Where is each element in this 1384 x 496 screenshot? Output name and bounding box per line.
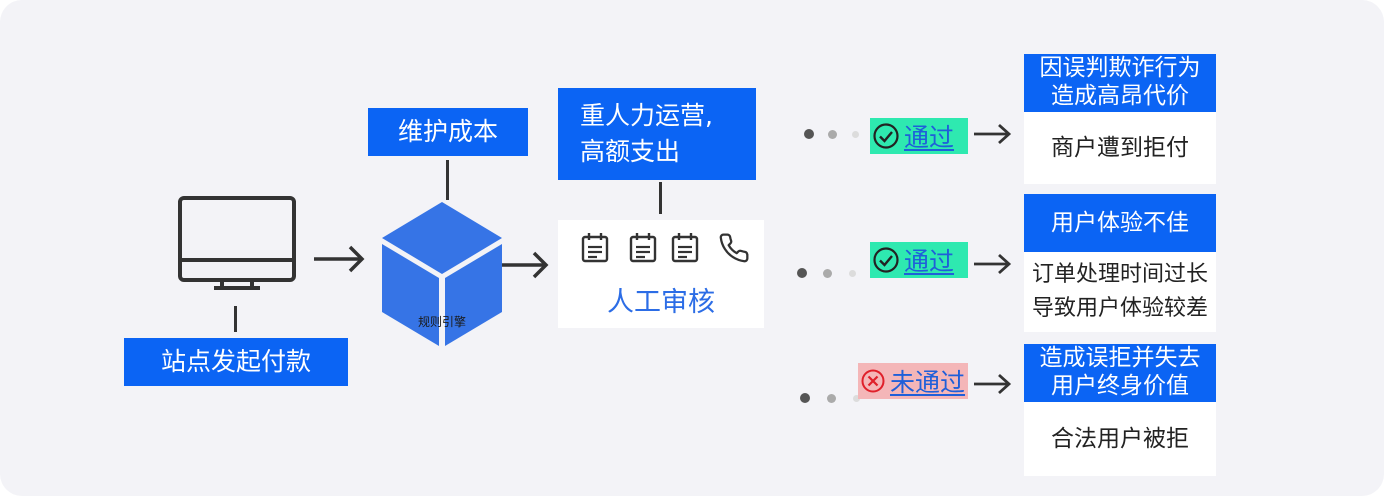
arrow-right-icon (314, 245, 365, 273)
x-circle-icon (861, 369, 885, 393)
outcome-header: 因误判欺诈行为 造成高昂代价 (1024, 54, 1216, 112)
check-circle-icon (873, 123, 899, 149)
document-icon (629, 233, 657, 263)
dot (849, 270, 856, 277)
dot (823, 269, 832, 278)
outcome-detail: 合法用户被拒 (1024, 402, 1216, 476)
document-icon (581, 233, 609, 263)
connector-line (659, 182, 662, 214)
dot (804, 129, 814, 139)
engine-label: 规则引擎 (417, 315, 466, 329)
outcome-detail: 商户遭到拒付 (1024, 112, 1216, 184)
status-badge-label: 通过 (904, 247, 955, 276)
phone-icon (719, 233, 749, 263)
status-badge-pass: 通过 (870, 242, 968, 278)
status-badge-pass: 通过 (870, 118, 968, 154)
source-label: 站点发起付款 (124, 338, 348, 386)
dot (800, 393, 810, 403)
manual-review-cost-label: 重人力运营, 高额支出 (558, 88, 756, 180)
arrow-right-icon (502, 251, 549, 279)
status-badge-label: 通过 (904, 123, 955, 152)
status-badge-label: 未通过 (890, 368, 966, 397)
connector-line (234, 306, 237, 332)
check-circle-icon (873, 247, 899, 273)
cube-icon (382, 202, 502, 346)
arrow-right-icon (974, 373, 1012, 395)
dot (827, 394, 836, 403)
dot (852, 131, 859, 138)
outcome-header: 用户体验不佳 (1024, 194, 1216, 252)
document-icon (671, 233, 699, 263)
outcome-detail: 订单处理时间过长 导致用户体验较差 (1024, 252, 1216, 332)
status-badge-fail: 未通过 (858, 363, 968, 399)
arrow-right-icon (974, 253, 1012, 275)
connector-line (446, 160, 449, 200)
manual-review-box: 人工审核 (558, 220, 764, 328)
arrow-right-icon (974, 123, 1012, 145)
manual-review-label: 人工审核 (607, 287, 715, 318)
outcome-header: 造成误拒并失去 用户终身价值 (1024, 344, 1216, 402)
engine-cost-label: 维护成本 (368, 108, 528, 156)
dot (828, 130, 837, 139)
dot (853, 395, 860, 402)
monitor-icon (178, 196, 296, 290)
dot (797, 268, 807, 278)
